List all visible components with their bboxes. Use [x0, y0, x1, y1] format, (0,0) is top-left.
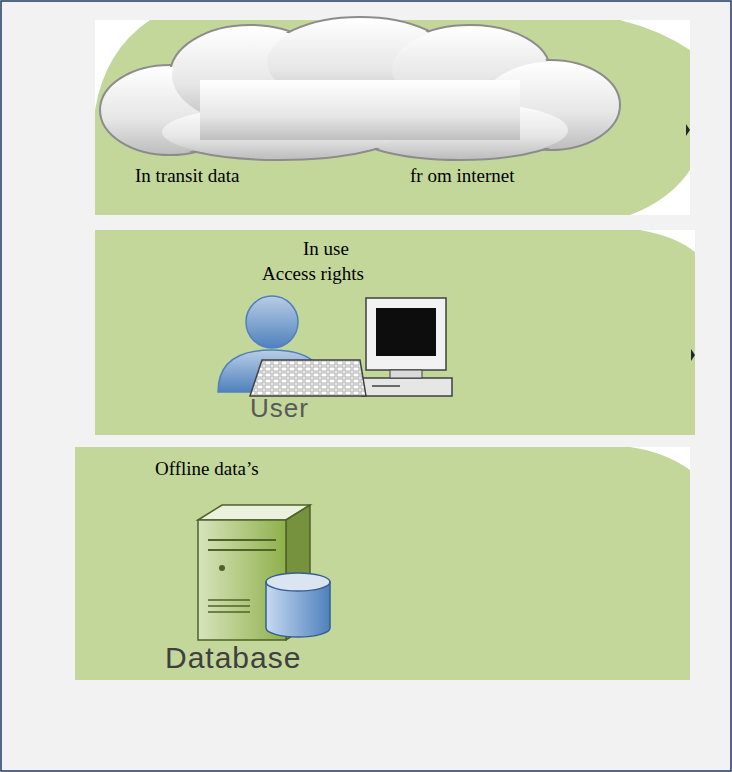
- state-label: fr om internet: [410, 165, 514, 187]
- arrow-tip: [686, 124, 690, 136]
- user-panel: In useAccess rightsUser: [95, 230, 695, 435]
- cloud-panel: In transit data fr om internet: [95, 20, 690, 215]
- panel-curve: [630, 170, 690, 215]
- icon-label: User: [250, 394, 309, 424]
- panel-ground: [95, 230, 695, 435]
- panel-ground: [75, 447, 690, 680]
- state-label: In transit data: [135, 165, 239, 187]
- state-label: In use: [303, 238, 349, 260]
- computer-icon: [250, 298, 452, 396]
- panel-curve: [630, 447, 690, 470]
- panel-curve: [620, 20, 690, 50]
- arrow-tip: [691, 349, 695, 361]
- icon-label: Database: [165, 641, 301, 676]
- cloud-icon: [100, 17, 620, 160]
- database-panel: Offline data’sDatabase: [75, 447, 690, 680]
- disk-icon: [266, 573, 330, 637]
- panel-ground: [95, 20, 690, 215]
- state-label: Offline data’s: [155, 458, 259, 480]
- panel-curve: [640, 230, 695, 252]
- state-label: Access rights: [262, 263, 364, 285]
